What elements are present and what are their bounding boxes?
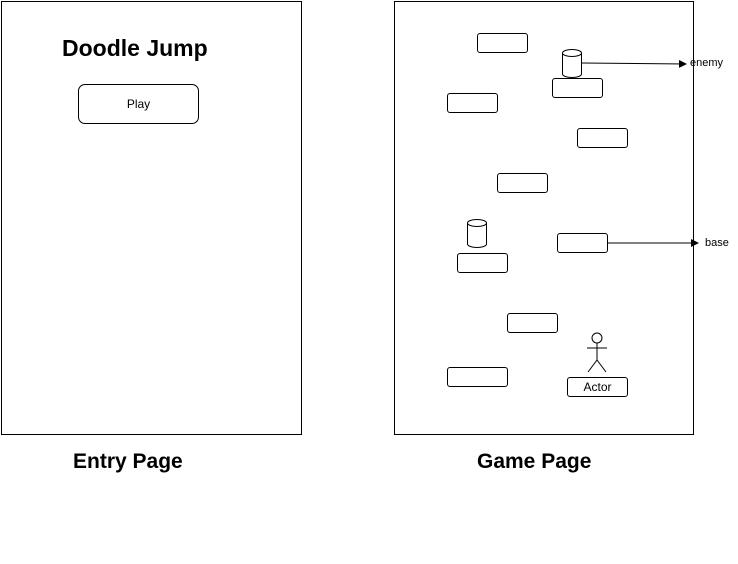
entry-page-caption: Entry Page (73, 450, 183, 473)
play-button[interactable]: Play (78, 84, 199, 124)
platform (507, 313, 558, 333)
enemy-arrow (581, 59, 687, 68)
actor-figure-icon (587, 332, 607, 373)
enemy-cylinder-icon (562, 49, 582, 78)
platform (577, 128, 628, 148)
platform (497, 173, 548, 193)
enemy-cylinder-icon (467, 219, 487, 248)
enemy-label: enemy (690, 57, 724, 69)
base-label: base (705, 237, 729, 249)
game-page-frame (394, 1, 694, 435)
platform (447, 93, 498, 113)
platform-enemy (552, 78, 603, 98)
platform-enemy (457, 253, 508, 273)
game-page-caption: Game Page (477, 450, 592, 473)
game-title: Doodle Jump (62, 35, 208, 61)
actor-box: Actor (567, 377, 628, 397)
platform (477, 33, 528, 53)
entry-page-frame: Doodle Jump Play (1, 1, 302, 435)
platform-base (557, 233, 608, 253)
platform (447, 367, 508, 387)
